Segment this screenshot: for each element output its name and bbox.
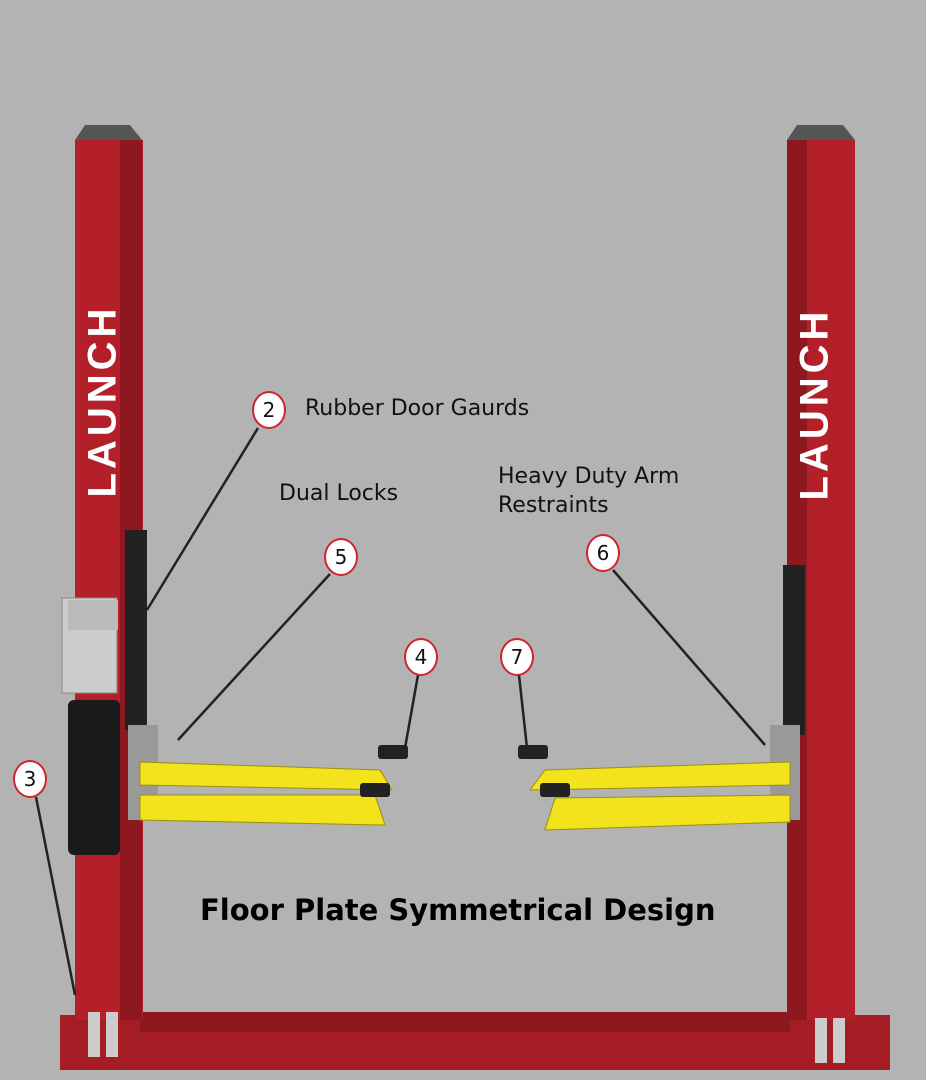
right-upper-arm [528, 761, 791, 791]
right-post-cap [787, 125, 855, 140]
left-pad-rear [360, 783, 390, 797]
anchor-bolt [815, 1018, 827, 1063]
callout-6: 6 [586, 534, 620, 572]
anchor-bolt [833, 1018, 845, 1063]
label-rubber-door-guards: Rubber Door Gaurds [305, 396, 530, 421]
brand-logo-left: LAUNCH [80, 304, 125, 498]
right-pad-rear [540, 783, 570, 797]
callout-5: 5 [324, 538, 358, 576]
label-line-1: Heavy Duty Arm [498, 464, 680, 489]
anchor-bolt [106, 1012, 118, 1057]
left-lower-arm [139, 794, 386, 826]
hydraulic-tank [68, 700, 120, 855]
left-upper-arm [139, 761, 393, 791]
callout-leader-lines [34, 427, 766, 996]
floor-plate-cover [140, 1012, 790, 1032]
left-post-cap [75, 125, 142, 140]
rubber-door-guard-right [783, 565, 805, 735]
callout-7: 7 [500, 638, 534, 676]
right-lower-arm [544, 794, 791, 831]
caption-title: Floor Plate Symmetrical Design [200, 893, 716, 927]
left-pad-front [378, 745, 408, 759]
rubber-door-guard-left [125, 530, 147, 730]
label-line-2: Restraints [498, 492, 609, 518]
anchor-bolt [88, 1012, 100, 1057]
callout-3: 3 [13, 760, 47, 798]
label-dual-locks: Dual Locks [279, 481, 399, 506]
brand-logo-right: LAUNCH [792, 307, 837, 501]
label-heavy-duty-arm-restraints: Heavy Duty Arm Restraints [498, 463, 679, 520]
callout-2: 2 [252, 391, 286, 429]
callout-4: 4 [404, 638, 438, 676]
right-pad-front [518, 745, 548, 759]
